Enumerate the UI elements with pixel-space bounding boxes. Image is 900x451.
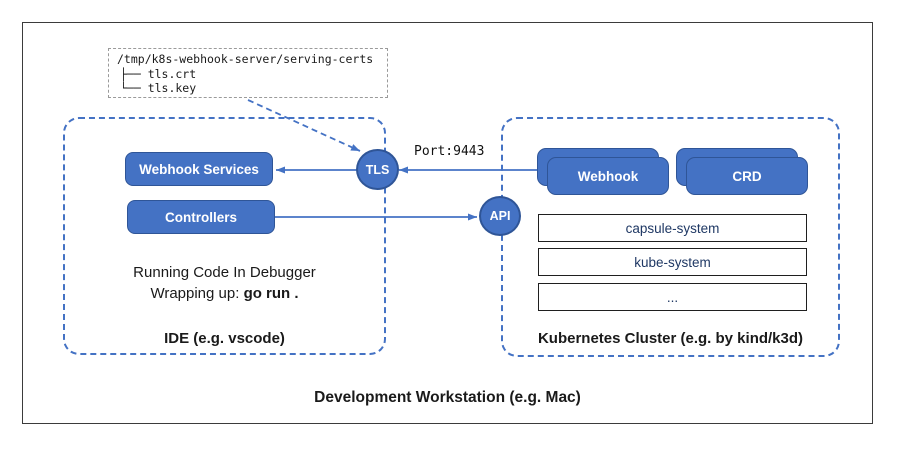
certs-path: /tmp/k8s-webhook-server/serving-certs: [117, 52, 374, 66]
ide-region-box: [63, 117, 386, 355]
tls-node: TLS: [356, 149, 399, 190]
namespace-kube-system: kube-system: [538, 248, 807, 276]
serving-certs-box: /tmp/k8s-webhook-server/serving-certs ├─…: [108, 48, 388, 98]
cluster-region-label: Kubernetes Cluster (e.g. by kind/k3d): [537, 330, 804, 347]
crd-stack-node: CRD: [686, 157, 808, 195]
controllers-node: Controllers: [127, 200, 275, 234]
certs-file-crt: ├── tls.crt: [120, 66, 197, 81]
webhook-services-node: Webhook Services: [125, 152, 273, 186]
workstation-label: Development Workstation (e.g. Mac): [314, 389, 581, 406]
ide-note-line2-command: go run .: [243, 285, 299, 302]
ide-region-label: IDE (e.g. vscode): [164, 330, 285, 347]
port-label: Port:9443: [414, 144, 485, 159]
certs-file-key: └── tls.key: [120, 81, 197, 95]
ide-note-line2-prefix: Wrapping up:: [150, 285, 244, 302]
ide-note: Running Code In Debugger Wrapping up: go…: [63, 262, 386, 304]
api-node: API: [479, 196, 521, 236]
webhook-stack-node: Webhook: [547, 157, 669, 195]
ide-note-line2: Wrapping up: go run .: [63, 283, 386, 304]
ide-note-line1: Running Code In Debugger: [133, 264, 316, 281]
namespace-ellipsis: ...: [538, 283, 807, 311]
namespace-capsule-system: capsule-system: [538, 214, 807, 242]
kubernetes-cluster-region-box: [501, 117, 840, 357]
